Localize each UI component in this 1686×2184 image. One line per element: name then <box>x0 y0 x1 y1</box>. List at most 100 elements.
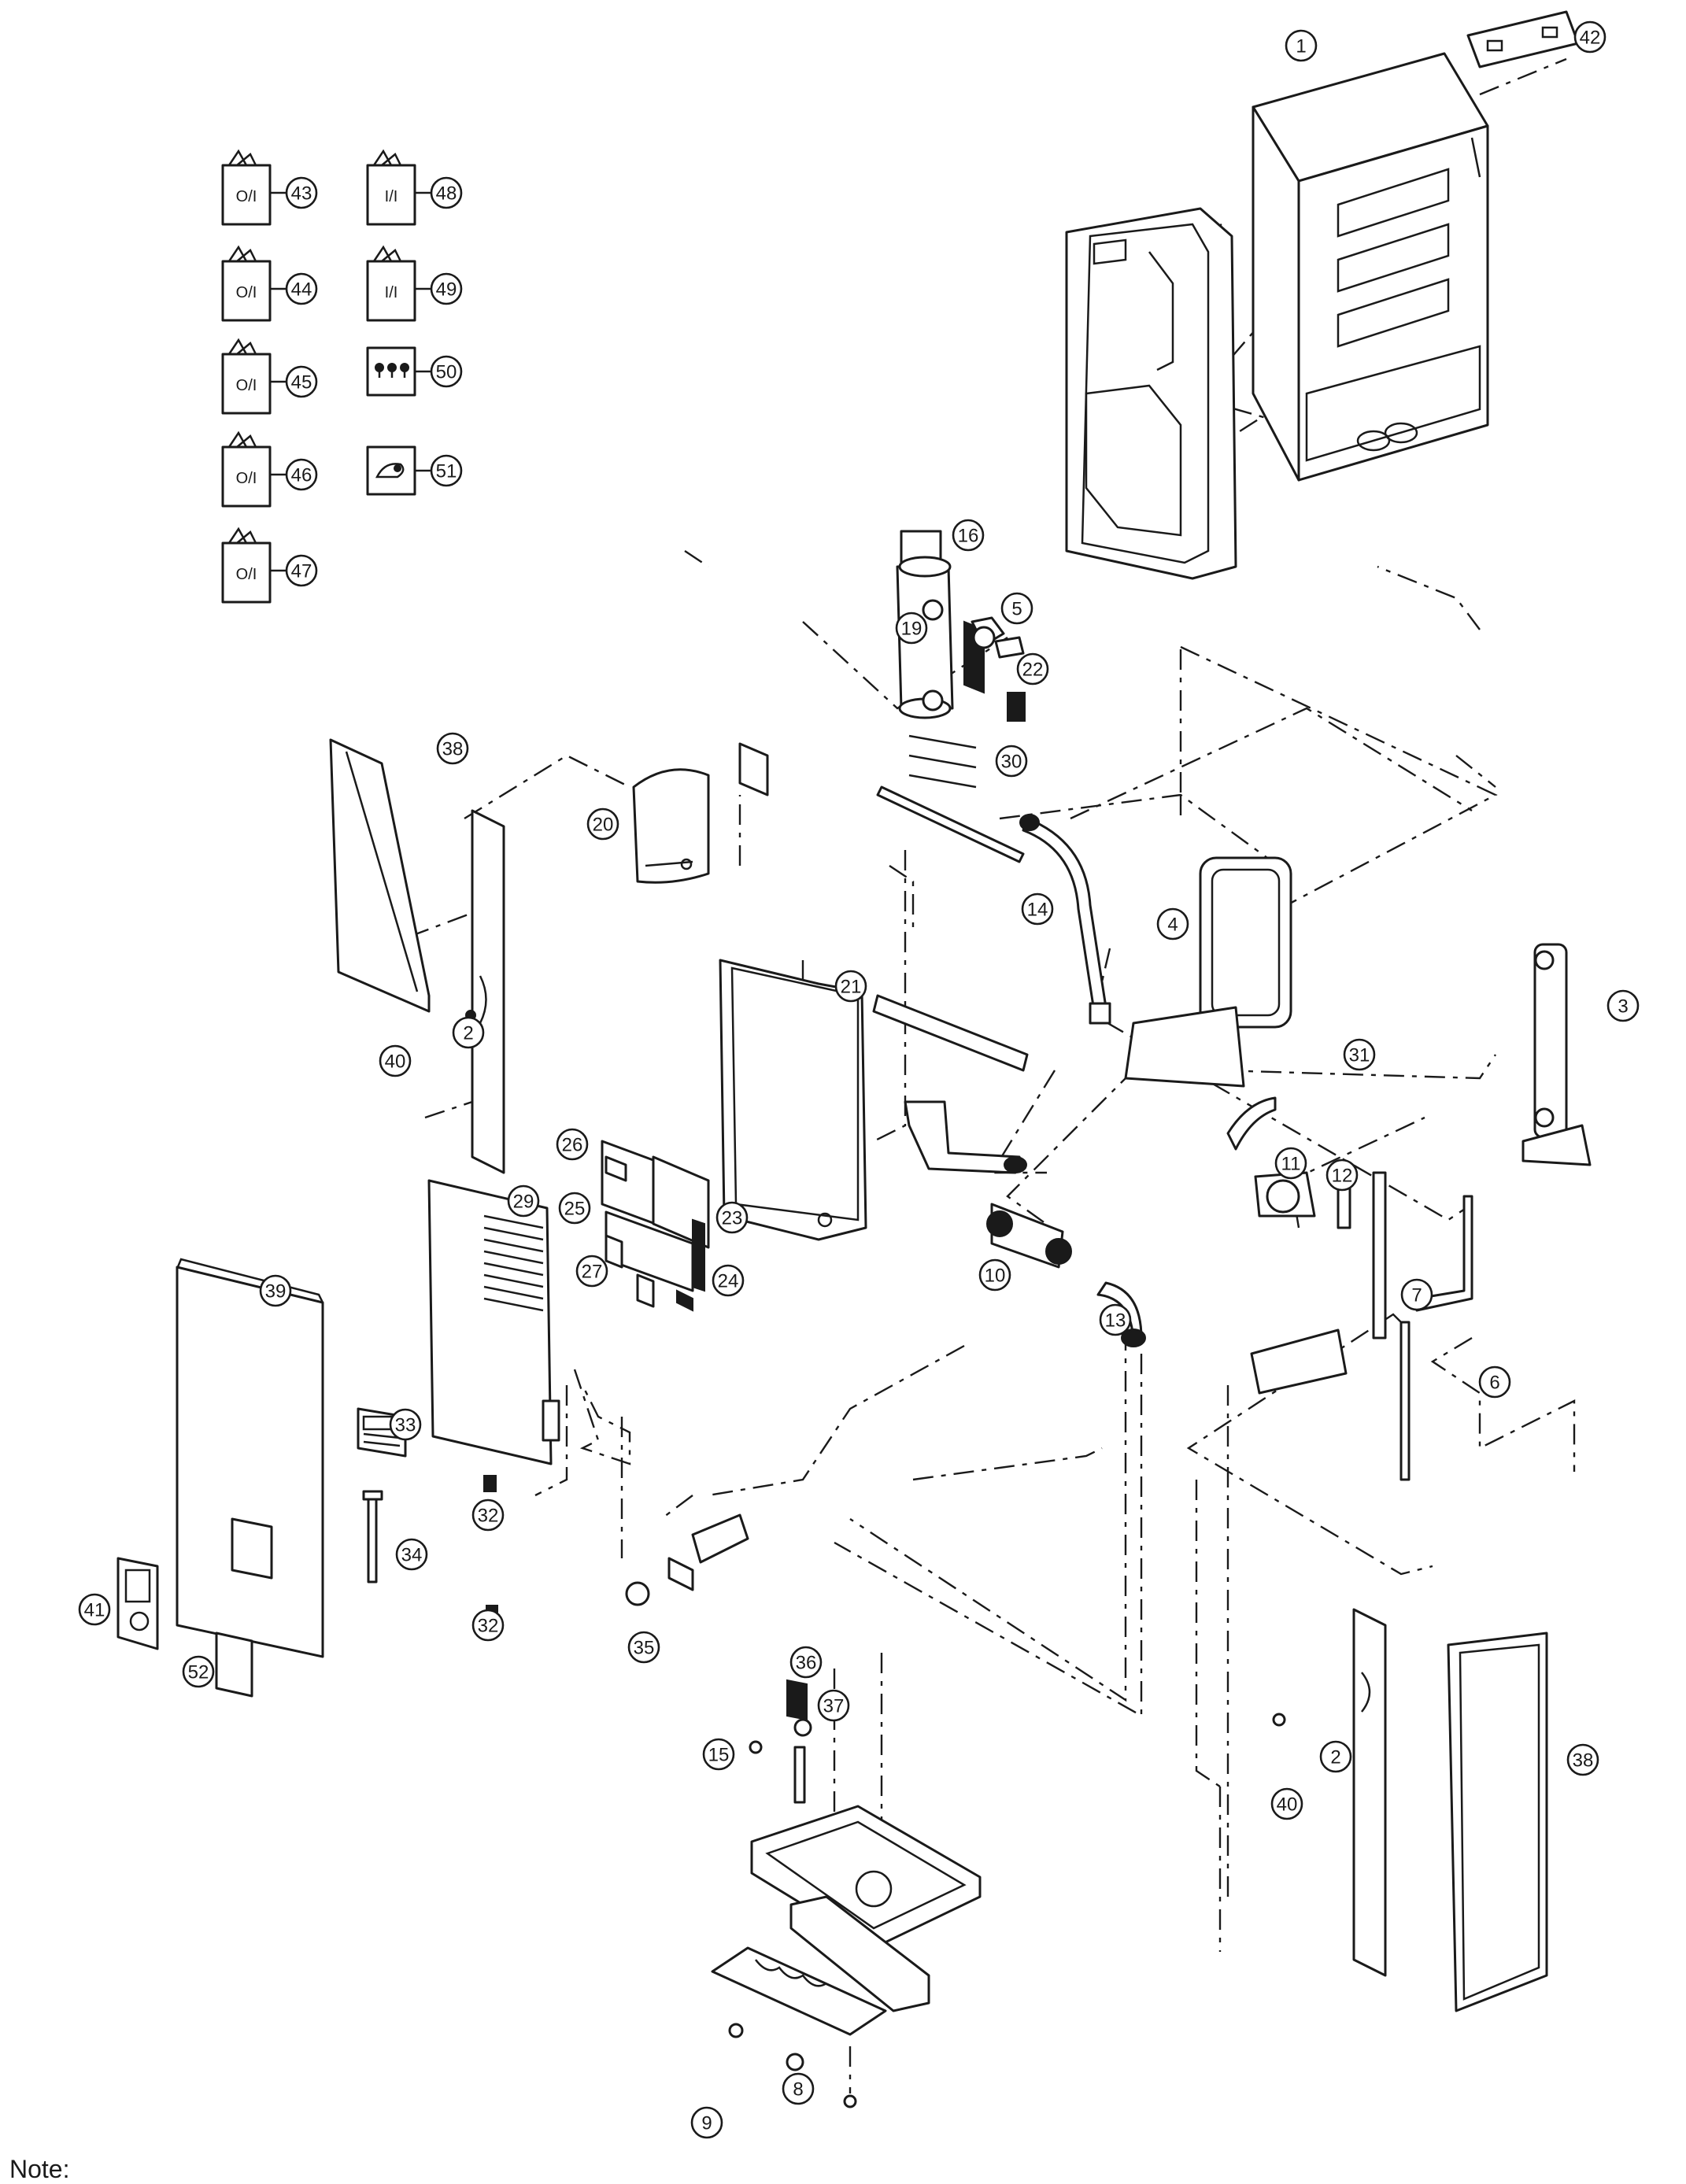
callout-label: 38 <box>1573 1750 1594 1772</box>
callout-label: 8 <box>793 2079 803 2101</box>
callout-1: 1 <box>1285 29 1318 62</box>
callout-20: 20 <box>586 807 619 841</box>
callout-13: 13 <box>1099 1303 1132 1336</box>
callout-9: 9 <box>690 2106 723 2139</box>
callout-label: 5 <box>1011 599 1022 620</box>
callout-52: 52 <box>182 1655 215 1688</box>
callout-39: 39 <box>259 1274 292 1307</box>
callout-label: 2 <box>1330 1747 1340 1768</box>
heater-assembly <box>876 530 1026 863</box>
casing-back-frame <box>1252 52 1489 482</box>
callout-35: 35 <box>627 1631 660 1664</box>
relief-valve <box>749 1679 812 1804</box>
callout-label: 9 <box>701 2113 712 2134</box>
callout-label: 35 <box>634 1638 655 1659</box>
vent-grille <box>483 1214 544 1312</box>
callout-25: 25 <box>558 1192 591 1225</box>
callout-label: 47 <box>291 561 312 582</box>
callout-32: 32 <box>471 1609 505 1642</box>
callout-40: 40 <box>379 1044 412 1077</box>
callout-label: 23 <box>722 1208 743 1229</box>
callout-7: 7 <box>1400 1278 1433 1311</box>
callout-4: 4 <box>1156 907 1189 940</box>
callout-27: 27 <box>575 1255 608 1288</box>
callout-31: 31 <box>1343 1038 1376 1071</box>
callout-label: 11 <box>1281 1154 1301 1175</box>
callout-21: 21 <box>834 970 867 1003</box>
base-tray <box>711 1805 982 2036</box>
document-label: I/I <box>385 188 398 205</box>
callout-37: 37 <box>817 1689 850 1722</box>
callout-label: 42 <box>1580 28 1601 49</box>
callout-11: 11 <box>1274 1147 1307 1180</box>
callout-label: 26 <box>562 1135 583 1156</box>
expansion-vessel <box>1124 856 1292 1088</box>
callout-3: 3 <box>1607 989 1640 1022</box>
callout-22: 22 <box>1016 652 1049 686</box>
fuse-holder-and-connectors <box>362 1475 498 1620</box>
callout-label: 22 <box>1022 660 1044 681</box>
callout-2: 2 <box>452 1016 485 1049</box>
callout-label: 2 <box>463 1023 473 1044</box>
document-label: O/I <box>236 470 257 487</box>
callout-30: 30 <box>995 745 1028 778</box>
electrical-chassis <box>719 959 1029 1241</box>
pressure-sensor <box>625 1513 749 1606</box>
callout-19: 19 <box>895 612 928 645</box>
heater-shroud <box>632 742 769 884</box>
callout-label: 16 <box>958 526 979 547</box>
document-label: I/I <box>385 284 398 301</box>
callout-label: 50 <box>436 362 457 383</box>
callout-label: 41 <box>84 1600 105 1621</box>
mounting-bracket <box>1466 10 1580 68</box>
callout-label: 25 <box>564 1199 586 1220</box>
callout-34: 34 <box>395 1538 428 1571</box>
callout-label: 31 <box>1349 1045 1370 1066</box>
document-label: O/I <box>236 566 257 583</box>
callout-label: 19 <box>901 619 922 640</box>
callout-label: 14 <box>1027 900 1048 921</box>
callout-label: 37 <box>823 1696 845 1717</box>
callout-38: 38 <box>1566 1743 1599 1776</box>
pipe-flow <box>1019 814 1111 1025</box>
document-booklet-47: O/I 47 <box>221 527 318 604</box>
callout-label: 12 <box>1332 1166 1353 1187</box>
note-label: Note: <box>9 2155 70 2183</box>
callout-2: 2 <box>1319 1740 1352 1773</box>
callout-label: 10 <box>985 1266 1006 1287</box>
callout-label: 40 <box>385 1051 406 1073</box>
screws-icon: 50 <box>366 346 463 397</box>
callout-label: 29 <box>513 1192 534 1213</box>
callout-label: 20 <box>593 815 614 836</box>
callout-label: 7 <box>1411 1285 1422 1306</box>
callout-10: 10 <box>978 1258 1011 1292</box>
document-label: O/I <box>236 377 257 394</box>
front-panel <box>176 1258 324 1658</box>
callout-label: 4 <box>1167 915 1178 936</box>
callout-label: 51 <box>436 461 457 482</box>
callout-36: 36 <box>789 1646 823 1679</box>
callout-label: 27 <box>582 1262 603 1283</box>
callout-label: 1 <box>1296 36 1306 57</box>
callout-5: 5 <box>1000 592 1033 625</box>
callout-label: 46 <box>291 465 312 486</box>
callout-label: 6 <box>1489 1373 1499 1394</box>
callout-42: 42 <box>1573 20 1607 54</box>
side-panel-left <box>329 738 505 1174</box>
callout-label: 39 <box>265 1281 287 1303</box>
callout-33: 33 <box>389 1408 422 1441</box>
pump-and-pipes <box>904 1096 1473 1481</box>
plate-heat-exchanger <box>1521 943 1592 1166</box>
callout-14: 14 <box>1021 892 1054 926</box>
callout-6: 6 <box>1478 1365 1511 1399</box>
document-label: O/I <box>236 188 257 205</box>
callout-label: 30 <box>1001 752 1022 773</box>
callout-label: 36 <box>796 1653 817 1674</box>
clip-icon: 51 <box>366 445 463 496</box>
